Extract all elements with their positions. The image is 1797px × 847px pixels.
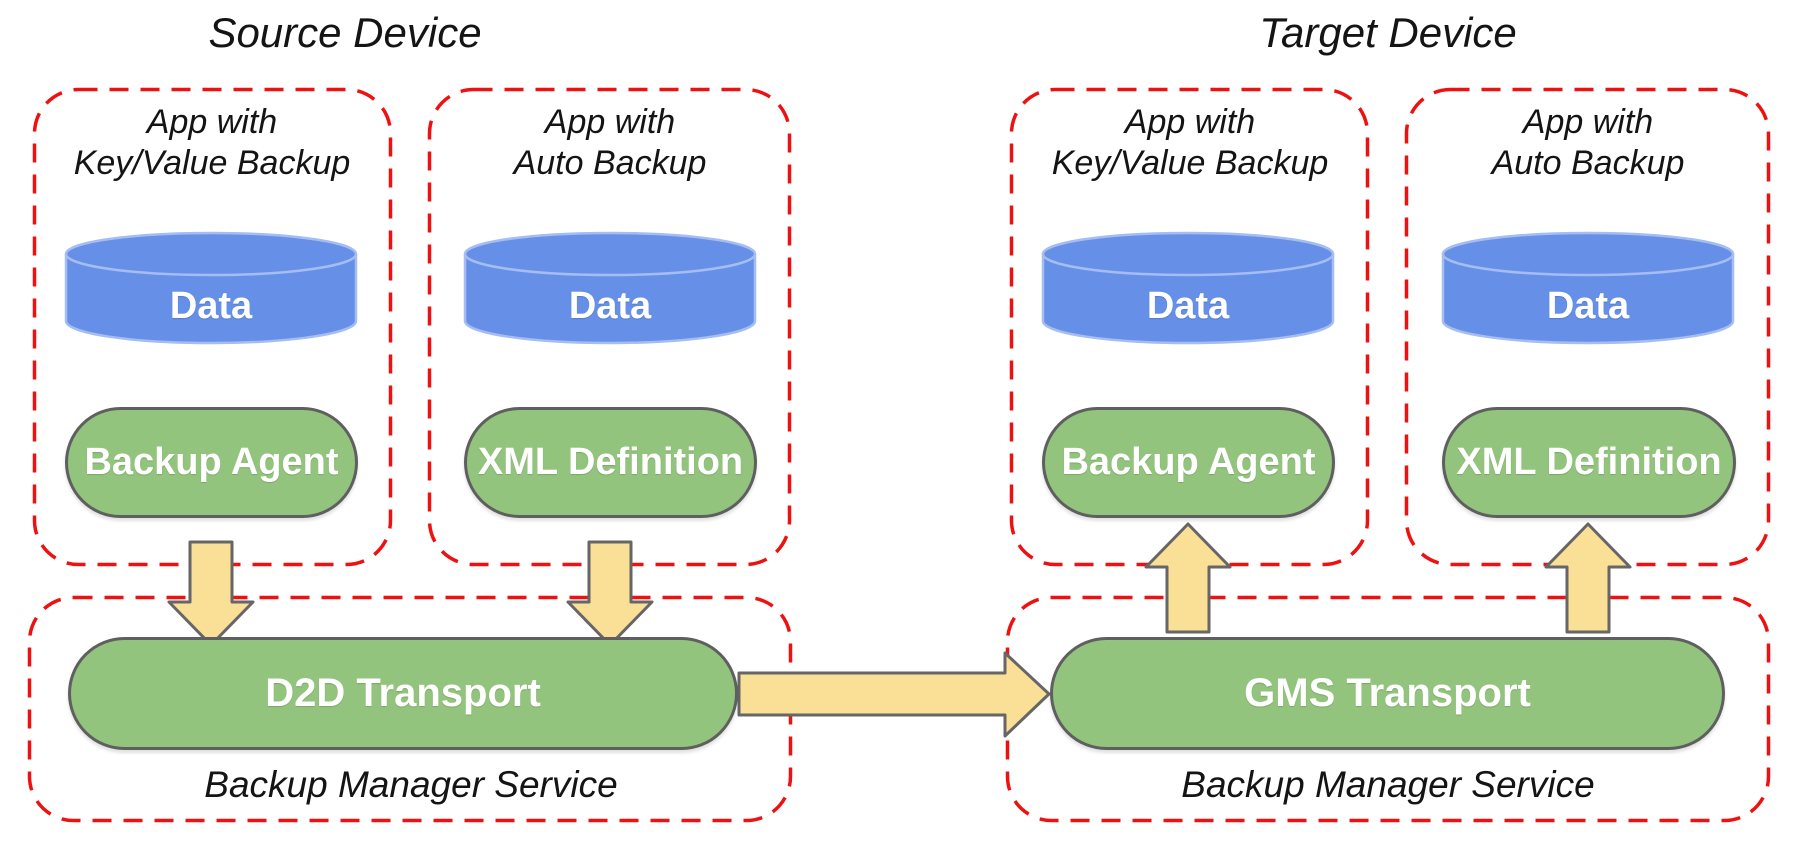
source-backup-agent-pill: Backup Agent — [65, 407, 358, 518]
arrow-down-xml-definition-to-d2d-icon — [566, 540, 654, 647]
arrow-right-d2d-to-gms-icon — [737, 651, 1051, 738]
cylinder-body — [64, 254, 358, 345]
source-auto-data-label: Data — [568, 285, 652, 327]
arrow-down-backup-agent-to-d2d-icon — [167, 540, 255, 647]
d2d-transport-pill: D2D Transport — [68, 637, 738, 750]
app-label-line2: Key/Value Backup — [1051, 144, 1329, 182]
target-backup-agent-pill: Backup Agent — [1042, 407, 1335, 518]
target-app-keyvalue-label: App with Key/Value Backup — [1010, 102, 1370, 184]
cylinder-top — [1441, 231, 1735, 277]
cylinder-body — [463, 254, 757, 345]
target-auto-data-label: Data — [1546, 285, 1630, 327]
target-backup-manager-outline — [1005, 595, 1771, 823]
app-label-line2: Auto Backup — [513, 144, 707, 182]
target-backup-manager-service-label: Backup Manager Service — [1181, 764, 1595, 805]
source-xml-definition-pill: XML Definition — [464, 407, 757, 518]
cylinder-top — [463, 231, 757, 277]
target-keyvalue-data-label: Data — [1146, 285, 1230, 327]
cylinder-top — [1041, 231, 1335, 277]
cylinder-body — [1441, 254, 1735, 345]
target-device-title: Target Device — [1259, 9, 1517, 56]
app-label-line2: Key/Value Backup — [73, 144, 351, 182]
arrow-up-gms-to-backup-agent-icon — [1144, 522, 1232, 634]
source-app-keyvalue-outline — [32, 87, 393, 567]
source-auto-data-cylinder-icon — [463, 231, 757, 345]
source-app-keyvalue-label: App with Key/Value Backup — [32, 102, 392, 184]
arrow-up-gms-to-xml-definition-icon — [1544, 522, 1632, 634]
cylinder-top — [64, 231, 358, 277]
source-device-title: Source Device — [208, 9, 482, 56]
target-xml-definition-pill: XML Definition — [1442, 407, 1736, 518]
app-label-line1: App with — [544, 103, 676, 141]
target-auto-data-cylinder-icon — [1441, 231, 1735, 345]
target-app-keyvalue-outline — [1009, 87, 1370, 567]
source-backup-manager-service-label: Backup Manager Service — [204, 764, 618, 805]
source-app-auto-label: App with Auto Backup — [430, 102, 790, 184]
target-keyvalue-data-cylinder-icon — [1041, 231, 1335, 345]
target-app-auto-label: App with Auto Backup — [1408, 102, 1768, 184]
app-label-line1: App with — [1124, 103, 1256, 141]
source-keyvalue-data-label: Data — [169, 285, 253, 327]
app-label-line2: Auto Backup — [1491, 144, 1685, 182]
app-label-line1: App with — [146, 103, 278, 141]
gms-transport-pill: GMS Transport — [1050, 637, 1725, 750]
app-label-line1: App with — [1522, 103, 1654, 141]
cylinder-body — [1041, 254, 1335, 345]
source-keyvalue-data-cylinder-icon — [64, 231, 358, 345]
